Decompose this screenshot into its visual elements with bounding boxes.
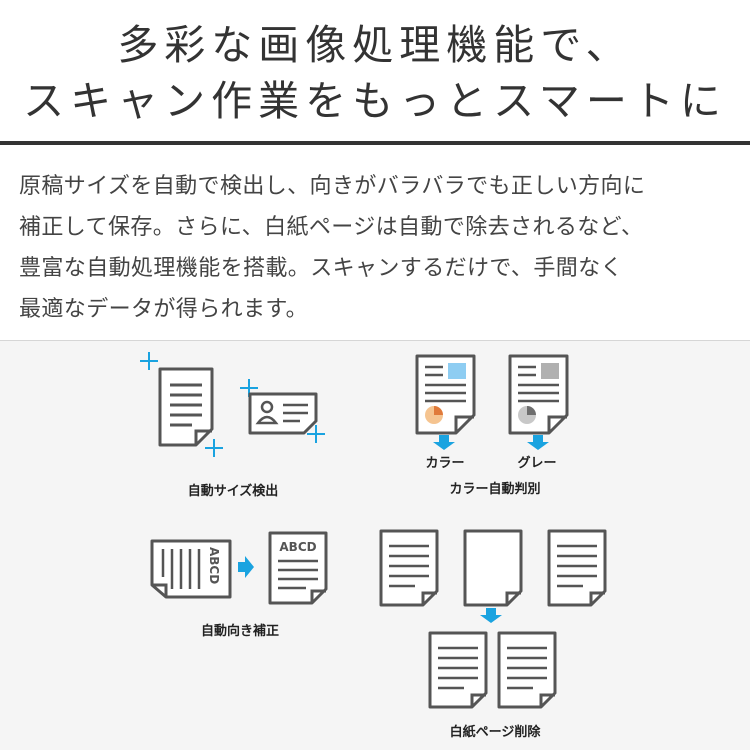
feature-illustrations: ABCD ABCD xyxy=(140,352,607,709)
description-line: 豊富な自動処理機能を搭載。スキャンするだけで、手間なく xyxy=(19,256,623,281)
arrow-down-icon xyxy=(480,608,502,623)
description-line: 原稿サイズを自動で検出し、向きがバラバラでも正しい方向に xyxy=(19,174,646,199)
corrected-document-icon: ABCD xyxy=(268,531,328,605)
blank-removal-illustration xyxy=(379,529,607,709)
blank-page-icon xyxy=(463,529,523,607)
rotated-document-icon: ABCD xyxy=(150,539,232,599)
corrected-doc-text: ABCD xyxy=(279,540,316,554)
header-divider xyxy=(0,141,750,145)
auto-size-illustration xyxy=(140,352,325,457)
rotated-doc-text: ABCD xyxy=(207,547,221,584)
feature-panel: ABCD ABCD xyxy=(0,340,750,750)
page-title-line2: スキャン作業をもっとスマートに xyxy=(23,77,727,125)
auto-rotate-illustration: ABCD ABCD xyxy=(150,531,328,605)
gray-document-icon xyxy=(508,354,569,435)
arrow-down-icon xyxy=(433,435,455,450)
description-line: 補正して保存。さらに、白紙ページは自動で除去されるなど、 xyxy=(19,215,644,240)
color-document-icon xyxy=(415,354,476,435)
label-color: カラー xyxy=(425,456,465,471)
label-gray: グレー xyxy=(517,456,557,471)
caption-auto-rotate: 自動向き補正 xyxy=(200,624,279,639)
document-icon xyxy=(547,529,607,607)
document-icon xyxy=(379,529,439,607)
header: 多彩な画像処理機能で、 スキャン作業をもっとスマートに xyxy=(0,0,750,148)
document-icon xyxy=(428,631,488,709)
arrow-down-icon xyxy=(527,435,549,450)
crop-mark-icon xyxy=(140,352,325,457)
document-icon xyxy=(497,631,557,709)
color-detect-illustration xyxy=(415,354,569,450)
caption-auto-size: 自動サイズ検出 xyxy=(187,484,279,499)
caption-color-detect: カラー自動判別 xyxy=(449,482,541,497)
description: 原稿サイズを自動で検出し、向きがバラバラでも正しい方向に 補正して保存。さらに、… xyxy=(19,166,734,330)
document-icon xyxy=(158,367,214,447)
caption-blank-removal: 白紙ページ削除 xyxy=(449,725,541,740)
page-title-line1: 多彩な画像処理機能で、 xyxy=(117,21,633,69)
arrow-right-icon xyxy=(238,556,254,578)
id-card-icon xyxy=(248,392,318,435)
description-line: 最適なデータが得られます。 xyxy=(19,297,309,322)
